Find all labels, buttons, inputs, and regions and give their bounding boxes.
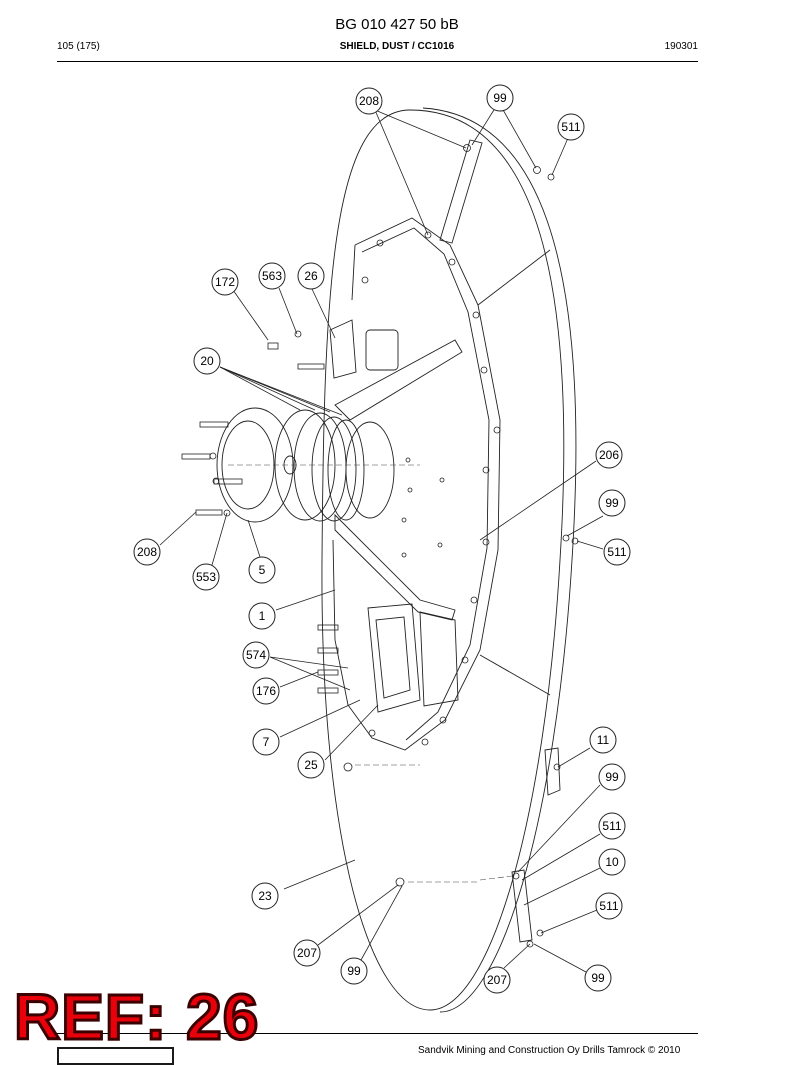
svg-text:20: 20	[200, 354, 214, 368]
callout-511-mid: 511	[598, 812, 626, 840]
svg-text:511: 511	[602, 819, 621, 833]
callout-7: 7	[252, 728, 280, 756]
callout-511-right: 511	[603, 538, 631, 566]
callout-25: 25	[297, 751, 325, 779]
svg-text:23: 23	[258, 889, 272, 903]
shield-disc-rim	[422, 107, 577, 1013]
inner-opening	[365, 329, 399, 371]
callout-99-right: 99	[598, 489, 626, 517]
ring-opening	[345, 421, 395, 519]
callout-11: 11	[589, 726, 617, 754]
svg-text:7: 7	[263, 735, 270, 749]
svg-text:10: 10	[605, 855, 619, 869]
svg-text:25: 25	[304, 758, 318, 772]
svg-text:563: 563	[262, 269, 282, 283]
top-bracket	[439, 139, 483, 244]
reference-stamp: REF: 26	[12, 981, 260, 1053]
svg-text:574: 574	[246, 648, 266, 662]
callout-511-top: 511	[557, 113, 585, 141]
svg-text:99: 99	[605, 496, 619, 510]
callout-172: 172	[211, 268, 239, 296]
svg-text:208: 208	[359, 94, 379, 108]
shield-frame	[332, 217, 501, 751]
svg-text:5: 5	[259, 563, 266, 577]
callout-99-top: 99	[486, 84, 514, 112]
svg-text:1: 1	[259, 609, 266, 623]
callout-5: 5	[248, 556, 276, 584]
svg-text:172: 172	[215, 275, 235, 289]
svg-text:99: 99	[591, 971, 605, 985]
callout-563: 563	[258, 262, 286, 290]
svg-text:206: 206	[599, 448, 619, 462]
bottom-clamp	[544, 747, 561, 796]
callout-20: 20	[193, 347, 221, 375]
callout-207-right: 207	[483, 966, 511, 994]
callout-10: 10	[598, 848, 626, 876]
svg-text:176: 176	[256, 684, 276, 698]
callout-208-top: 208	[355, 87, 383, 115]
shield-disc-outline	[321, 109, 565, 1011]
callout-99-mid: 99	[598, 763, 626, 791]
svg-text:99: 99	[605, 770, 619, 784]
svg-text:511: 511	[561, 120, 580, 134]
callout-1: 1	[248, 602, 276, 630]
callout-553: 553	[192, 563, 220, 591]
svg-text:99: 99	[347, 964, 361, 978]
svg-text:99: 99	[493, 91, 507, 105]
lower-clamp	[511, 869, 533, 943]
footer-copyright: Sandvik Mining and Construction Oy Drill…	[418, 1045, 681, 1056]
callout-23: 23	[251, 882, 279, 910]
callout-207-left: 207	[293, 939, 321, 967]
callout-176: 176	[252, 677, 280, 705]
hatch-door	[419, 611, 459, 707]
document-number: BG 010 427 50 bB	[335, 16, 459, 33]
date-code: 190301	[664, 41, 698, 52]
arm-bracket-lower	[334, 513, 456, 621]
footer-divider	[57, 1033, 698, 1034]
rubber-flap	[329, 319, 357, 379]
svg-text:553: 553	[196, 570, 216, 584]
svg-text:207: 207	[487, 973, 507, 987]
callout-206: 206	[595, 441, 623, 469]
callout-511-low: 511	[595, 892, 623, 920]
arm-bracket-upper	[334, 339, 463, 421]
svg-text:511: 511	[607, 545, 626, 559]
callout-99-bottom-left: 99	[340, 957, 368, 985]
hatch-plate	[367, 603, 421, 713]
callout-99-bottom-right: 99	[584, 964, 612, 992]
callout-574: 574	[242, 641, 270, 669]
callout-26: 26	[297, 262, 325, 290]
svg-text:511: 511	[599, 899, 618, 913]
svg-text:208: 208	[137, 545, 157, 559]
svg-text:26: 26	[304, 269, 318, 283]
section-title: SHIELD, DUST / CC1016	[339, 41, 455, 52]
svg-text:11: 11	[597, 733, 610, 747]
callout-208-left: 208	[133, 538, 161, 566]
page-info: 105 (175)	[57, 41, 100, 52]
svg-text:207: 207	[297, 946, 317, 960]
header-divider	[57, 61, 698, 62]
